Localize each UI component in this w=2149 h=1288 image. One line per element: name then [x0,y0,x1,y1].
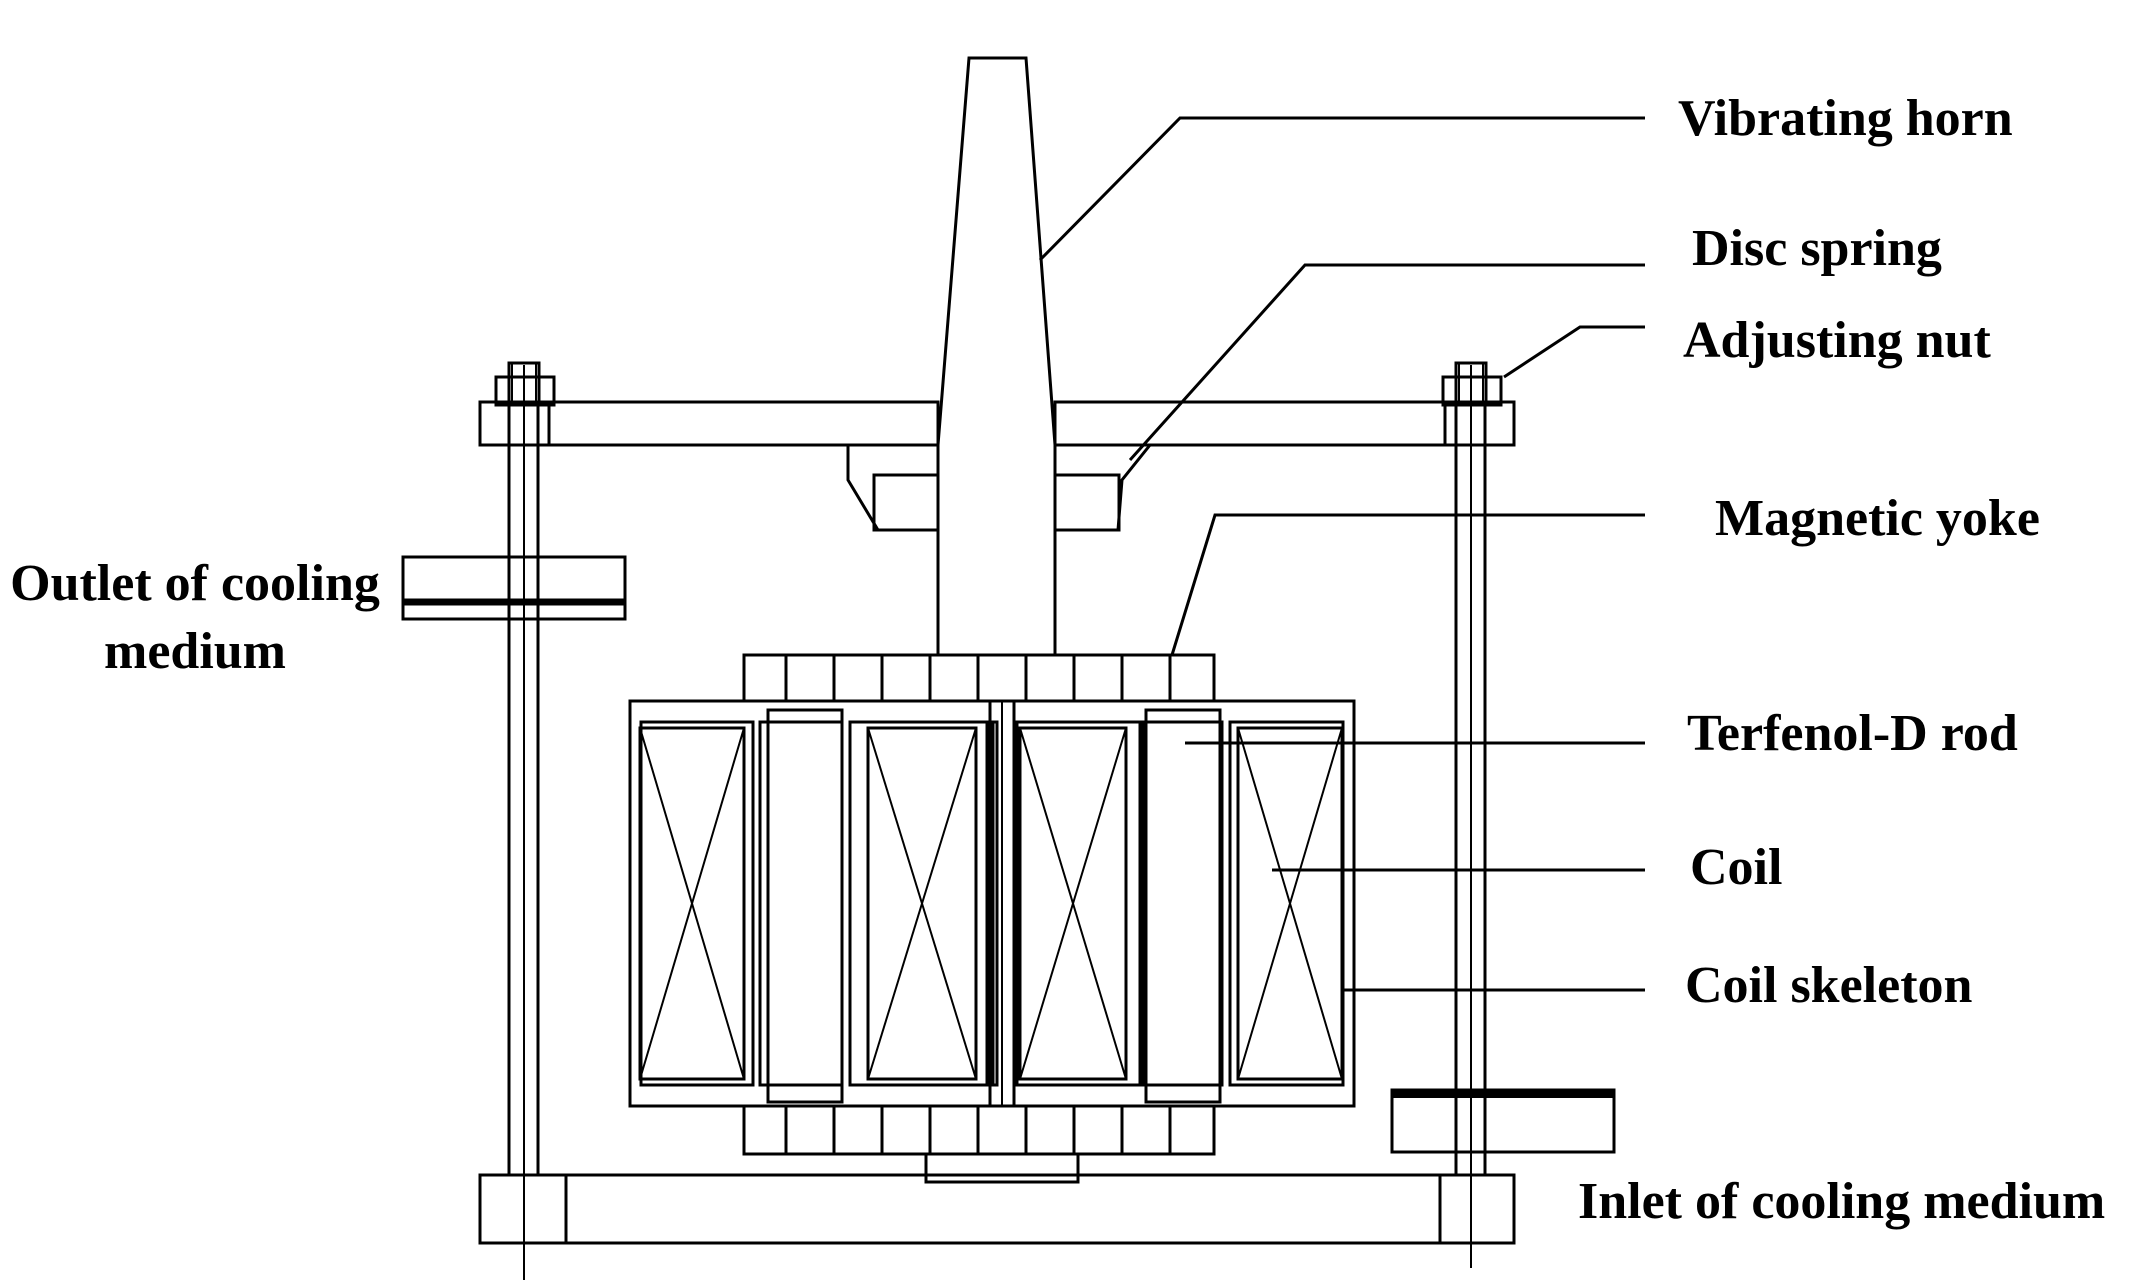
label-inlet-cooling-medium: Inlet of cooling medium [1578,1173,2105,1230]
label-outlet-cooling-line2: medium [104,623,286,680]
vibrating-horn [936,56,1057,657]
label-vibrating-horn: Vibrating horn [1678,90,2013,147]
label-terfenol-d-rod: Terfenol-D rod [1687,705,2018,762]
label-magnetic-yoke: Magnetic yoke [1715,490,2040,547]
coil-right-inner [1018,726,1128,1081]
base-plate [478,1152,1516,1245]
label-adjusting-nut: Adjusting nut [1683,312,1991,369]
top-plate [478,400,1516,447]
right-tie-rod [1441,361,1503,1268]
left-tie-rod [494,361,556,1280]
disc-spring [846,443,1154,532]
cooling-outlet-pipe [401,555,627,621]
leader-lines [1038,116,1645,992]
terfenol-d-rod-right [1144,708,1222,1104]
coil-skeleton-housing [628,699,1356,1108]
label-coil: Coil [1690,839,1782,896]
label-outlet-cooling-line1: Outlet of cooling [10,555,380,612]
coil-right-outer [1236,726,1344,1081]
coil-left-inner [866,726,978,1081]
cooling-inlet-pipe [1390,1088,1616,1154]
label-coil-skeleton: Coil skeleton [1685,957,1973,1014]
coil-left-outer [638,726,746,1081]
lower-magnetic-yoke [742,1104,1216,1156]
upper-magnetic-yoke [742,653,1216,703]
label-disc-spring: Disc spring [1692,220,1942,277]
terfenol-d-rod-left [766,708,844,1104]
